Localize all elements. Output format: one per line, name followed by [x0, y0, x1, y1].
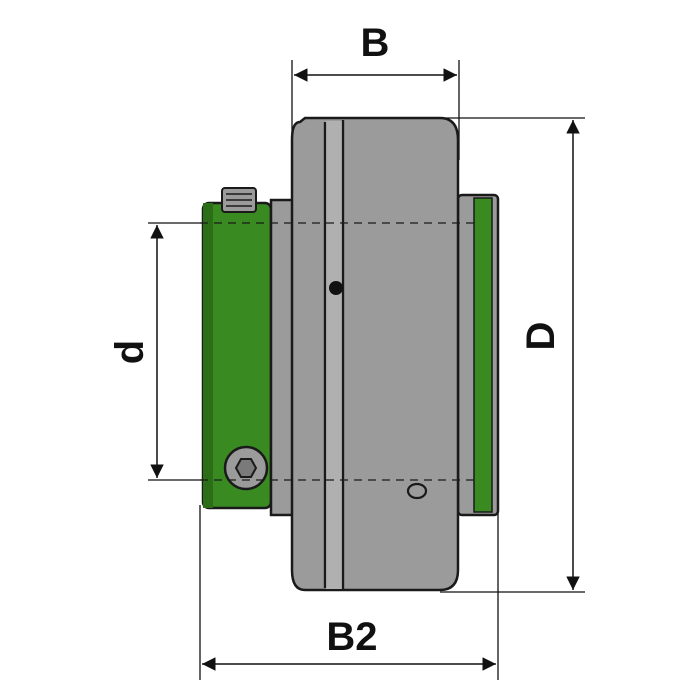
- dimension-d-outer: D: [519, 120, 580, 590]
- label-d-outer: D: [519, 322, 563, 351]
- label-d-bore: d: [108, 340, 152, 364]
- outer-ring: [290, 116, 460, 592]
- label-b2: B2: [326, 615, 377, 659]
- set-screw-bottom: [223, 445, 269, 491]
- dimension-d-bore: d: [108, 225, 164, 478]
- bore-hidden-lines: [200, 222, 480, 481]
- extension-lines: [148, 60, 585, 680]
- dimension-b2: B2: [202, 615, 496, 671]
- label-b: B: [361, 21, 390, 65]
- set-screw-top: [221, 187, 257, 213]
- inner-ring-right: [456, 193, 500, 517]
- dimension-b: B: [294, 21, 457, 82]
